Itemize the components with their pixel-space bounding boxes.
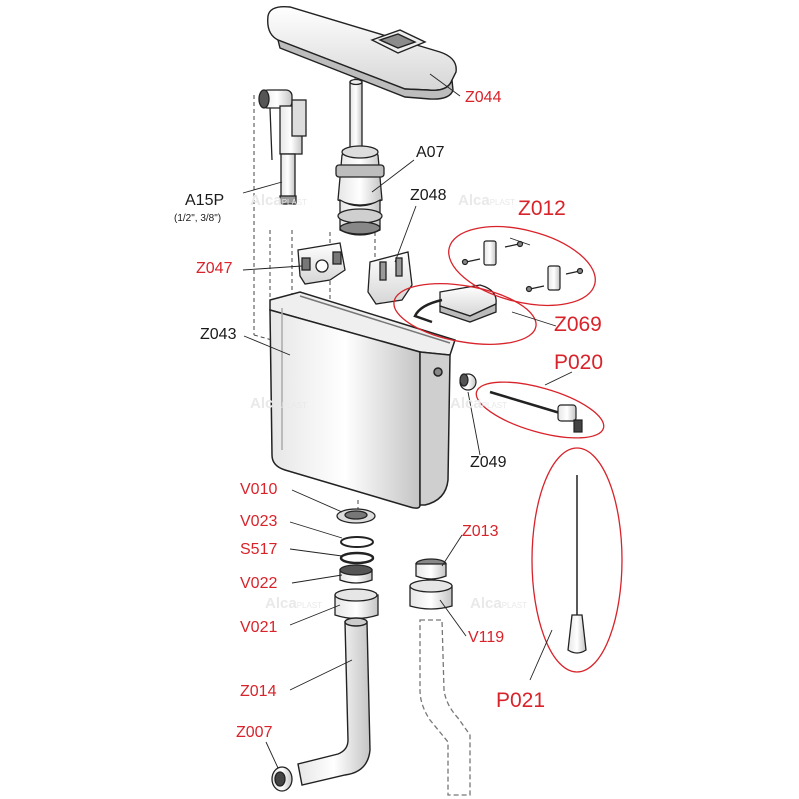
flush-valve-a07 (335, 78, 385, 236)
label-z069: Z069 (554, 313, 602, 336)
screws-z012 (461, 240, 584, 293)
leader-lines (242, 73, 573, 769)
lever-z069 (413, 284, 497, 324)
label-z014: Z014 (240, 683, 277, 700)
label-z047: Z047 (196, 260, 233, 277)
tank-z043 (269, 291, 456, 509)
label-z012: Z012 (518, 197, 566, 220)
watermark: AlcaPLAST (265, 595, 322, 612)
label-z048: Z048 (410, 187, 447, 204)
pipe-z014 (297, 617, 371, 786)
watermark-suffix: PLAST (281, 401, 308, 410)
watermark-suffix: PLAST (501, 601, 528, 610)
watermark-suffix: PLAST (489, 198, 516, 207)
label-a15p: A15P (185, 192, 225, 209)
watermark-suffix: PLAST (281, 198, 308, 207)
label-v021: V021 (240, 619, 278, 636)
connector-z013-v119 (409, 558, 471, 796)
watermark: AlcaPLAST (470, 595, 527, 612)
bracket-z048 (367, 251, 413, 305)
label-v010: V010 (240, 481, 278, 498)
watermark-brand: Alca (458, 192, 490, 209)
label-z044: Z044 (465, 89, 502, 106)
outline-z069 (393, 283, 537, 345)
outline-p020 (475, 381, 605, 439)
outline-p021 (531, 447, 623, 673)
label-a15p-sizes: (1/2", 3/8") (174, 213, 222, 224)
group-outline-ellipses (393, 225, 623, 673)
label-v119: V119 (468, 629, 505, 646)
label-s517: S517 (240, 541, 278, 558)
watermark: AlcaPLAST (450, 395, 507, 412)
label-p021: P021 (496, 689, 546, 712)
fill-valve-a15p (258, 89, 307, 205)
outlet-parts (334, 508, 379, 620)
label-p020: P020 (554, 351, 604, 374)
label-z049: Z049 (470, 454, 507, 471)
label-v023: V023 (240, 513, 278, 530)
label-z007: Z007 (236, 724, 273, 741)
watermark-brand: Alca (250, 192, 282, 209)
watermark: AlcaPLAST (250, 395, 307, 412)
pull-rod-p021 (567, 475, 587, 654)
label-a07: A07 (416, 144, 445, 161)
nut-z007 (271, 766, 293, 792)
watermark-suffix: PLAST (481, 401, 508, 410)
watermark: AlcaPLAST (458, 192, 515, 209)
watermark-suffix: PLAST (296, 601, 323, 610)
label-z013: Z013 (462, 523, 499, 540)
watermark: AlcaPLAST (250, 192, 307, 209)
watermark-brand: Alca (470, 595, 502, 612)
rod-p020 (489, 390, 583, 433)
watermark-brand: Alca (450, 395, 482, 412)
watermark-brand: Alca (265, 595, 297, 612)
label-z043: Z043 (200, 326, 237, 343)
lid-z044 (267, 6, 457, 100)
cap-z049 (459, 373, 477, 391)
label-v022: V022 (240, 575, 278, 592)
watermark-brand: Alca (250, 395, 282, 412)
clip-z047 (297, 242, 346, 285)
